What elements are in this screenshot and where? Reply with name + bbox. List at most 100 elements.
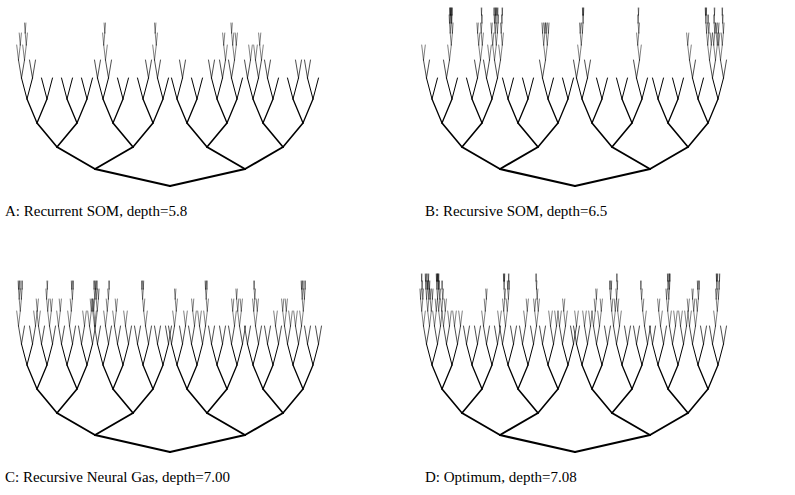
tree-branch — [253, 281, 254, 289]
tree-branch — [714, 8, 715, 15]
tree-branch — [688, 33, 689, 45]
tree-branch — [19, 299, 20, 311]
tree-branch — [436, 274, 437, 281]
tree-branch — [721, 45, 723, 60]
tree-branch — [498, 15, 499, 23]
tree-branch — [637, 326, 640, 344]
tree-branch — [527, 299, 528, 311]
tree-branch — [256, 299, 257, 311]
tree-branch — [719, 281, 720, 289]
tree-branch — [544, 23, 546, 33]
tree-branch — [574, 60, 577, 78]
tree-branch — [153, 99, 163, 123]
tree-branch — [722, 8, 723, 15]
tree-branch — [206, 281, 207, 289]
tree-branch — [285, 299, 286, 311]
tree-branch — [645, 311, 647, 326]
tree-branch — [563, 326, 566, 344]
tree-branch — [96, 281, 97, 289]
tree-branch — [467, 78, 473, 99]
tree-branch — [425, 281, 426, 289]
tree-branch — [251, 45, 253, 60]
tree-branch — [708, 45, 710, 60]
tree-branch — [543, 33, 544, 45]
tree-branch — [427, 344, 433, 365]
tree-branch — [113, 123, 133, 147]
tree-branch — [638, 15, 639, 23]
tree-branch — [195, 311, 197, 326]
tree-branch — [158, 60, 161, 78]
tree-branch — [93, 299, 94, 311]
tree-branch — [497, 23, 499, 33]
tree-branch — [718, 78, 724, 99]
tree-branch — [481, 33, 482, 45]
tree-branch — [233, 311, 235, 326]
tree-branch — [481, 15, 482, 23]
tree-branch — [612, 299, 613, 311]
tree-branch — [610, 289, 612, 299]
tree-branch — [708, 365, 718, 389]
tree-branch — [717, 33, 718, 45]
tree-branch — [437, 281, 438, 289]
tree-branch — [305, 281, 306, 289]
tree-branch — [22, 60, 25, 78]
tree-branch — [496, 8, 497, 15]
tree-branch — [279, 326, 282, 344]
tree-branch — [227, 365, 237, 389]
tree-branch — [249, 45, 251, 60]
tree-branch — [684, 326, 687, 344]
tree-branch — [109, 60, 112, 78]
tree-branch — [37, 99, 47, 123]
tree-branch — [245, 60, 248, 78]
tree-branch — [50, 299, 51, 311]
tree-branch — [422, 311, 424, 326]
tree-branch — [303, 365, 313, 389]
tree-branch — [585, 311, 587, 326]
tree-branch — [253, 299, 254, 311]
tree-branch — [207, 389, 227, 413]
tree-branch — [546, 33, 547, 45]
tree-branch — [106, 311, 108, 326]
tree-branch — [583, 8, 584, 15]
tree-branch — [448, 45, 450, 60]
tree-branch — [291, 311, 293, 326]
tree-branch — [442, 365, 452, 389]
tree-branch — [694, 311, 696, 326]
tree-branch — [232, 326, 235, 344]
tree-branch — [436, 299, 437, 311]
tree-branch — [232, 344, 238, 365]
tree-branch — [192, 78, 198, 99]
tree-branch — [176, 299, 177, 311]
tree-branch — [486, 289, 488, 299]
tree-branch — [484, 326, 487, 344]
tree-branch — [24, 23, 26, 33]
tree-branch — [665, 289, 667, 299]
tree-branch — [596, 289, 598, 299]
tree-branch — [283, 123, 303, 147]
tree-branch — [617, 344, 623, 365]
tree-branch — [441, 299, 442, 311]
tree-branch — [583, 8, 584, 15]
tree-branch — [96, 311, 98, 326]
tree-branch — [535, 299, 536, 311]
tree-branch — [659, 311, 661, 326]
tree-branch — [595, 299, 596, 311]
tree-branch — [617, 299, 618, 311]
tree-branch — [206, 299, 207, 311]
tree-branch — [224, 45, 226, 60]
tree-branch — [19, 45, 21, 60]
tree-branch — [659, 299, 660, 311]
tree-branch — [451, 15, 452, 23]
tree-branch — [442, 123, 462, 147]
tree-branch — [421, 299, 422, 311]
tree-branch — [487, 60, 490, 78]
tree-branch — [581, 33, 582, 45]
tree-branch — [495, 326, 498, 344]
tree-branch — [568, 344, 574, 365]
tree-branch — [236, 33, 237, 45]
tree-branch — [722, 23, 724, 33]
tree-branch — [592, 123, 612, 147]
binary-tree — [17, 23, 319, 186]
tree-branch — [286, 299, 287, 311]
tree-branch — [494, 15, 495, 23]
